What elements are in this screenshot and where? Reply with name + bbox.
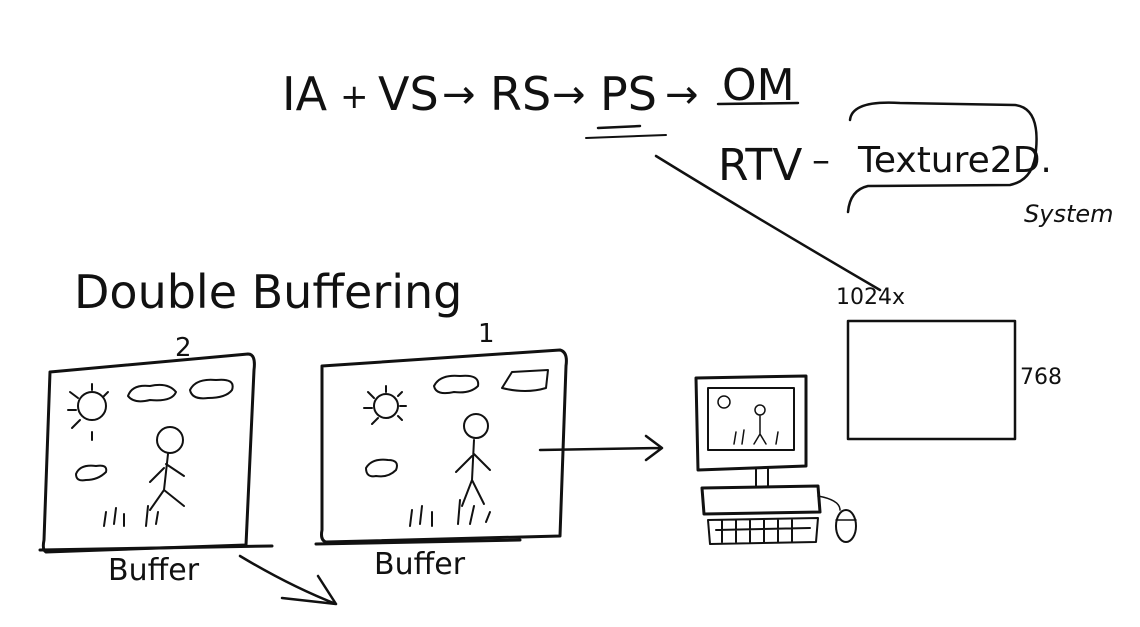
monitor-frame [696, 376, 806, 470]
stick-figure-head [464, 414, 488, 438]
cloud-icon [128, 385, 176, 401]
buffer-2-label: Buffer [108, 553, 200, 588]
stage-plus: + [340, 77, 369, 117]
buffer-2-baseline [40, 546, 272, 550]
pipeline: IA + VS → RS → PS → OM [282, 60, 798, 138]
cloud-icon [502, 370, 548, 391]
swap-arrow [240, 556, 336, 604]
cloud-icon [434, 376, 478, 393]
stage-arrow-2: → [552, 72, 586, 118]
stage-arrow-3: → [665, 72, 699, 118]
screen-box [848, 321, 1015, 439]
sun-icon [78, 392, 106, 420]
stage-ps: PS [600, 67, 657, 121]
stage-rs: RS [490, 67, 551, 121]
stick-figure-icon [456, 440, 490, 506]
screen-box-group: 1024x 768 [836, 285, 1062, 439]
buffer-2: 2 Buffer [40, 333, 272, 588]
width-label: 1024x [836, 285, 905, 310]
buffer-1-frame [322, 350, 567, 542]
stick-figure-head [157, 427, 183, 453]
computer-icon [696, 376, 856, 544]
texture-label: Texture2D. [857, 140, 1052, 181]
stage-arrow-1: → [442, 72, 476, 118]
monitor-stand [756, 468, 768, 486]
mini-scene [734, 416, 778, 444]
stick-figure-icon [150, 454, 184, 510]
stray-stroke [586, 135, 666, 138]
height-label: 768 [1020, 365, 1062, 390]
heading: Double Buffering [74, 265, 462, 319]
computer-case [702, 486, 820, 514]
rtv-dash: – [812, 140, 830, 181]
stage-vs: VS [378, 67, 439, 121]
cloud-icon [366, 460, 397, 477]
om-underline [718, 103, 798, 104]
mouse-icon [836, 510, 856, 542]
mini-sun-icon [718, 396, 730, 408]
mouse-cable [818, 496, 840, 510]
buffer-1: 1 Buffer [316, 319, 566, 582]
mini-figure-head [755, 405, 765, 415]
ps-underline [598, 126, 640, 128]
cloud-icon [190, 380, 233, 399]
buffer-2-frame [43, 354, 254, 552]
cloud-icon [76, 466, 106, 481]
buffer-1-number: 1 [478, 319, 495, 349]
keyboard-icon [708, 518, 818, 544]
system-label: System [1024, 200, 1114, 228]
sun-icon [374, 394, 398, 418]
buffer-1-label: Buffer [374, 547, 466, 582]
rtv-group: RTV – Texture2D. System [718, 103, 1114, 228]
stage-ia: IA [282, 67, 328, 121]
present-arrow [540, 436, 662, 460]
rtv-label: RTV [718, 140, 802, 191]
grass-icon [410, 500, 490, 526]
